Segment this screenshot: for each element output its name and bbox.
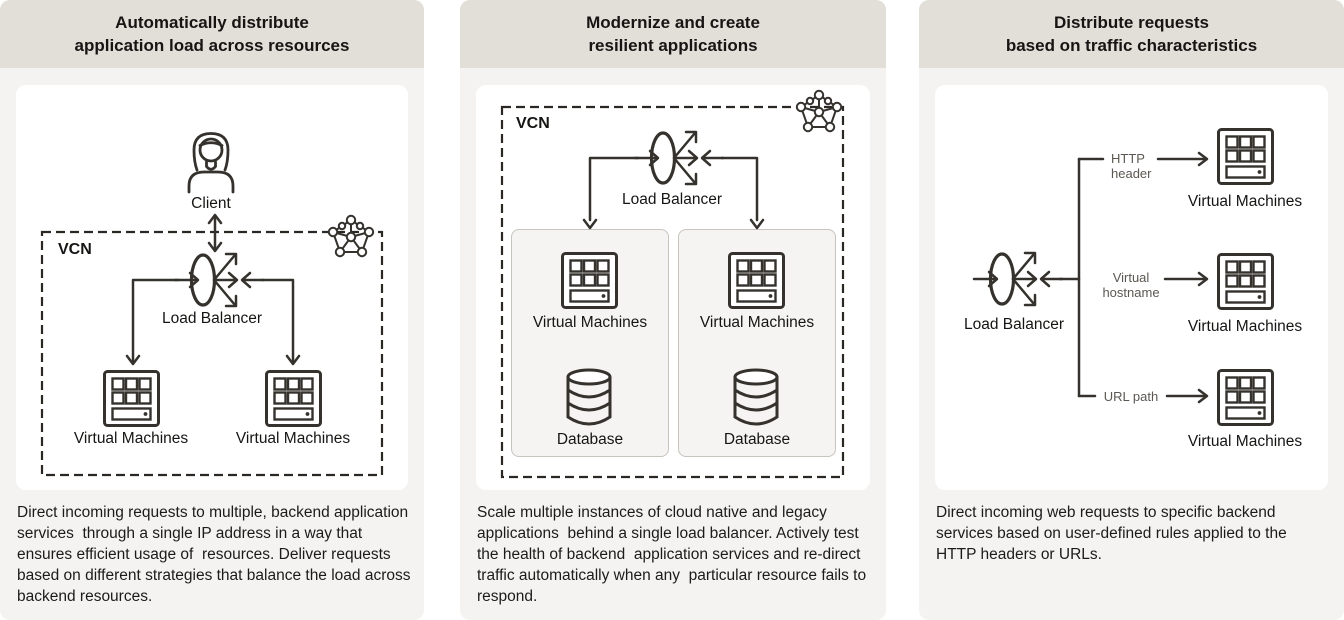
vcn-label: VCN xyxy=(58,241,92,258)
branch-label-line: Virtual xyxy=(1112,270,1150,285)
panel-1-diagram-card: Client VCN Load Balancer Virtual Machine… xyxy=(16,85,408,490)
branch-label-http-header: HTTP header xyxy=(1111,151,1152,181)
branch-label-virtual-hostname: Virtual hostname xyxy=(1102,270,1160,300)
panel-3-description: Direct incoming web requests to specific… xyxy=(936,504,1291,563)
branch-label-url-path: URL path xyxy=(1103,389,1159,405)
load-balancer-icon xyxy=(173,252,265,308)
vm-label: Virtual Machines xyxy=(1187,318,1303,335)
panel-2-diagram-card: VCN Load Balancer Virtual Machines Virtu… xyxy=(476,85,870,490)
load-balancer-icon xyxy=(972,251,1064,307)
vm-label: Virtual Machines xyxy=(532,314,648,331)
panel-2-title-line-2: resilient applications xyxy=(588,36,758,55)
load-balancer-label: Load Balancer xyxy=(162,310,262,327)
client-to-lb-double-arrow xyxy=(207,213,223,253)
branch-label-line: header xyxy=(1111,165,1152,181)
panel-3-header: Distribute requests based on traffic cha… xyxy=(919,0,1344,68)
app-stack-box xyxy=(678,229,836,457)
panel-modernize: Modernize and create resilient applicati… xyxy=(460,0,886,620)
client-label: Client xyxy=(191,195,231,212)
virtual-machines-icon xyxy=(1217,369,1274,426)
panel-1-title-line-1: Automatically distribute xyxy=(115,13,309,32)
vcn-network-icon xyxy=(795,89,843,133)
vm-label: Virtual Machines xyxy=(1187,193,1303,210)
branch-label-line: URL path xyxy=(1103,389,1159,404)
vcn-label: VCN xyxy=(516,115,550,132)
panel-traffic-routing: Distribute requests based on traffic cha… xyxy=(919,0,1344,620)
database-label: Database xyxy=(723,431,791,448)
virtual-machines-icon xyxy=(265,370,322,427)
branch-label-line: hostname xyxy=(1102,284,1160,300)
panel-3-title-line-2: based on traffic characteristics xyxy=(1005,36,1258,55)
vm-label: Virtual Machines xyxy=(235,430,351,447)
load-balancer-label: Load Balancer xyxy=(964,316,1064,333)
panel-1-title-line-2: application load across resources xyxy=(74,36,350,55)
virtual-machines-icon xyxy=(103,370,160,427)
vcn-network-icon xyxy=(327,214,375,258)
panel-2-description: Scale multiple instances of cloud native… xyxy=(477,504,871,605)
branch-label-line: HTTP xyxy=(1111,151,1145,166)
vm-label: Virtual Machines xyxy=(699,314,815,331)
panel-automatic-distribution: Automatically distribute application loa… xyxy=(0,0,424,620)
panel-1-description: Direct incoming requests to multiple, ba… xyxy=(17,504,415,605)
panel-3-title-line-1: Distribute requests xyxy=(1054,13,1209,32)
client-icon xyxy=(187,132,235,194)
virtual-machines-icon xyxy=(1217,253,1274,310)
panel-2-header: Modernize and create resilient applicati… xyxy=(460,0,886,68)
panel-2-title-line-1: Modernize and create xyxy=(586,13,760,32)
database-label: Database xyxy=(556,431,624,448)
panel-3-diagram-card: Load Balancer HTTP header Virtual hostna… xyxy=(935,85,1328,490)
app-stack-box xyxy=(511,229,669,457)
virtual-machines-icon xyxy=(1217,128,1274,185)
vm-label: Virtual Machines xyxy=(1187,433,1303,450)
panel-1-header: Automatically distribute application loa… xyxy=(0,0,424,68)
vm-label: Virtual Machines xyxy=(73,430,189,447)
load-balancer-label: Load Balancer xyxy=(622,191,722,208)
load-balancer-icon xyxy=(633,130,725,186)
